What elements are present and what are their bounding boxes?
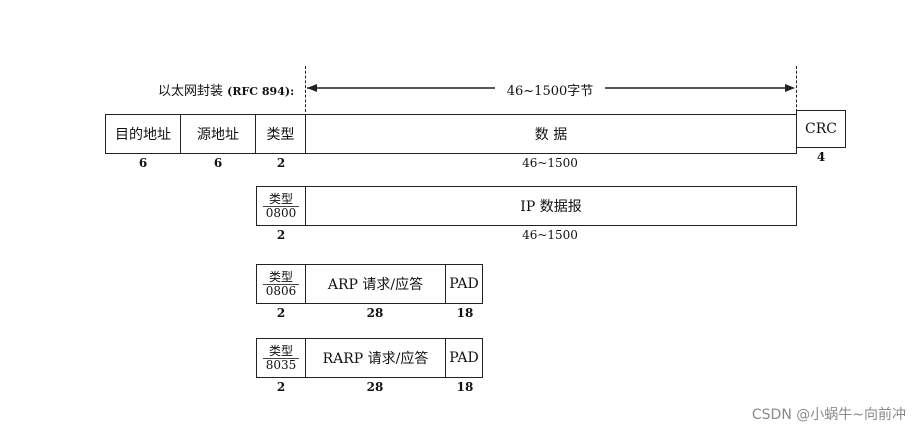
span-arrow (307, 84, 795, 92)
rarp-type-field: 类型 8035 (256, 338, 306, 378)
rarp-payload-field: RARP 请求/应答 (305, 338, 446, 378)
rarp-pad-size: 18 (456, 380, 474, 394)
ip-datagram-field: IP 数据报 (305, 186, 797, 226)
crc-field: CRC (796, 110, 846, 148)
type-size: 2 (276, 156, 286, 170)
data-size: 46~1500 (522, 156, 578, 170)
src-size: 6 (213, 156, 223, 170)
right-dashed-marker (796, 66, 797, 112)
arp-pad-size: 18 (456, 306, 474, 320)
arp-type-size: 2 (276, 306, 286, 320)
left-dashed-marker (305, 66, 306, 112)
ip-type-label: 类型 (268, 191, 293, 206)
rarp-type-label: 类型 (268, 343, 293, 358)
dst-size: 6 (138, 156, 148, 170)
span-label: 46~1500字节 (506, 84, 594, 99)
arp-type-code: 0806 (263, 283, 299, 298)
ip-type-field: 类型 0800 (256, 186, 306, 226)
ip-type-code: 0800 (263, 205, 299, 220)
ip-type-size: 2 (276, 228, 286, 242)
type-field: 类型 (255, 114, 306, 154)
diagram-title: 以太网封装 (RFC 894): (158, 80, 294, 99)
ip-payload-size: 46~1500 (522, 228, 578, 242)
arp-payload-field: ARP 请求/应答 (305, 264, 446, 304)
watermark: CSDN @小蜗牛~向前冲 (751, 407, 906, 423)
rarp-payload-size: 28 (366, 380, 384, 394)
rarp-type-code: 8035 (263, 357, 299, 372)
src-address-field: 源地址 (180, 114, 256, 154)
data-field: 数 据 (305, 114, 797, 154)
title-text: 以太网封装 (158, 84, 224, 99)
crc-size: 4 (816, 150, 826, 164)
arp-type-label: 类型 (268, 269, 293, 284)
arp-pad-field: PAD (445, 264, 483, 304)
dst-address-field: 目的地址 (105, 114, 181, 154)
arp-type-field: 类型 0806 (256, 264, 306, 304)
rarp-pad-field: PAD (445, 338, 483, 378)
rarp-type-size: 2 (276, 380, 286, 394)
title-rfc: (RFC 894): (227, 85, 295, 98)
arp-payload-size: 28 (366, 306, 384, 320)
